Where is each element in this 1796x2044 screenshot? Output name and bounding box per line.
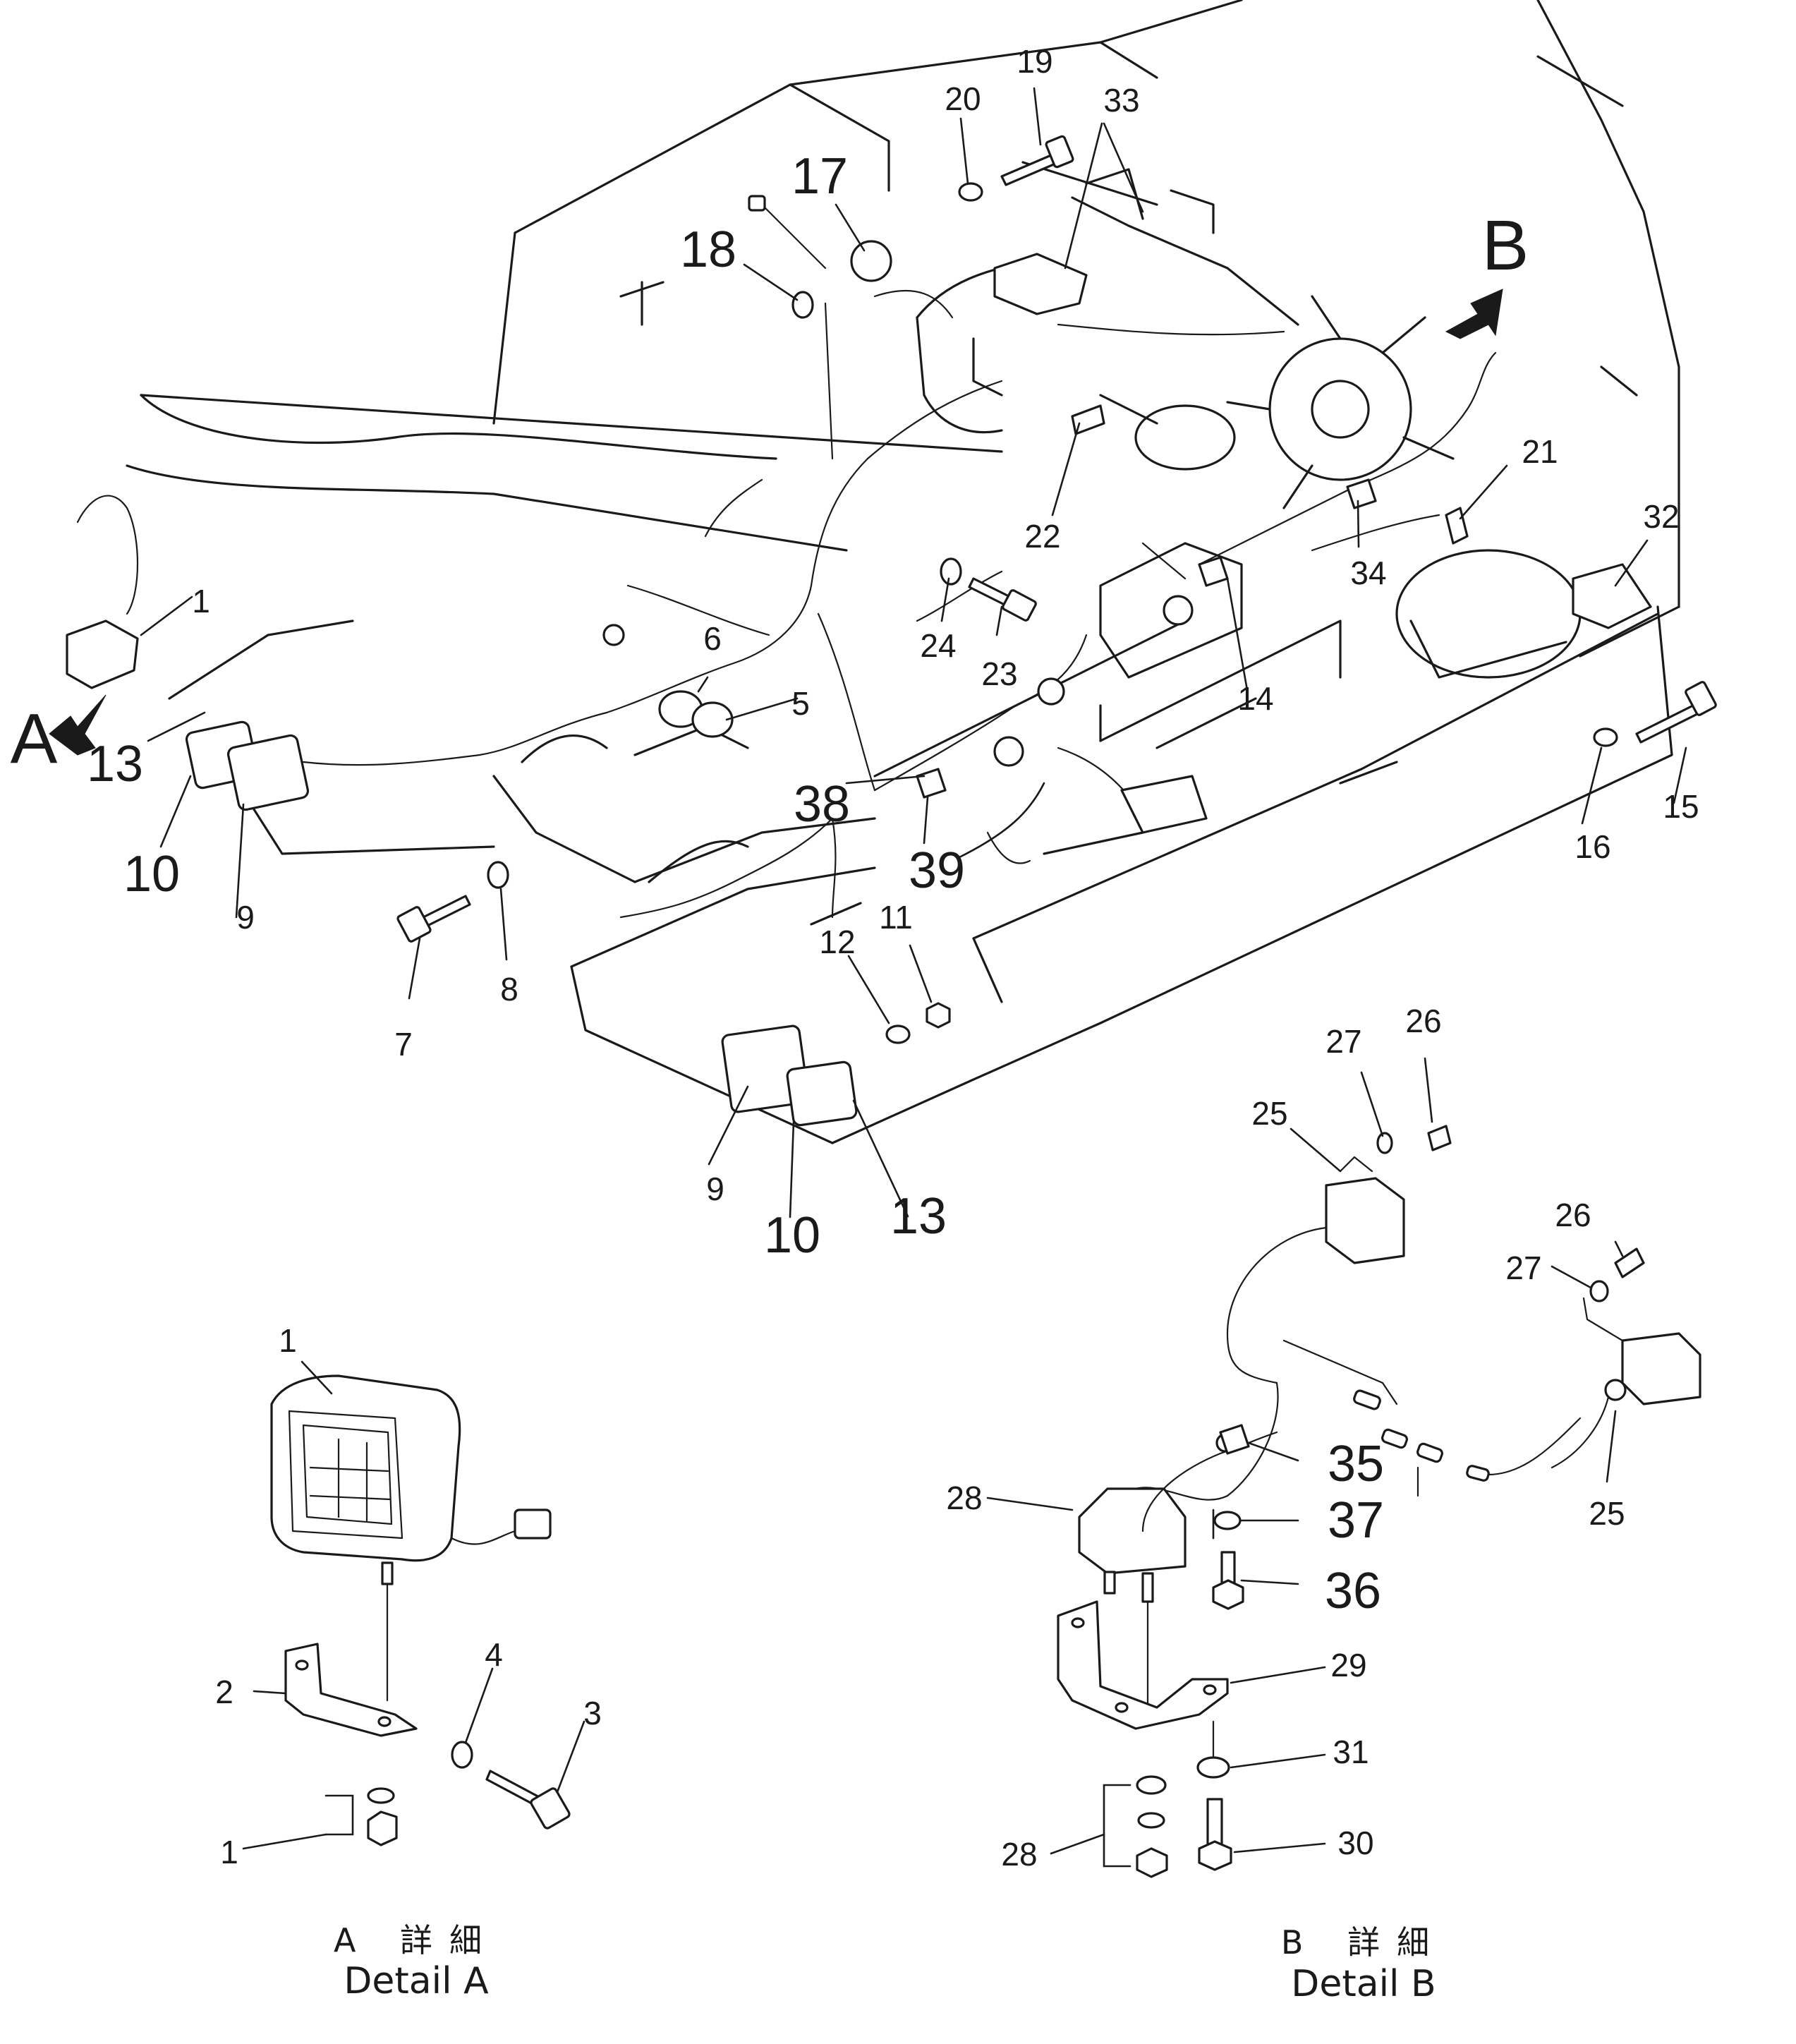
part-label-6: 6 (703, 620, 722, 657)
detail-b-washer-right (1589, 1280, 1609, 1302)
wiring-harness (76, 289, 1497, 919)
view-arrow-b (1445, 289, 1503, 339)
detail-b-washer-31 (1196, 1756, 1230, 1779)
detail-b-label-27-top: 27 (1325, 1023, 1362, 1060)
detail-b-washer-top (1376, 1132, 1393, 1154)
detail-b-label-26-top: 26 (1405, 1003, 1442, 1039)
detail-b-label-30: 30 (1337, 1825, 1374, 1861)
part-34 (1346, 478, 1377, 509)
part-label-39: 39 (908, 842, 966, 899)
part-label-38: 38 (793, 776, 851, 833)
part-label-7: 7 (394, 1026, 413, 1063)
main-leader-lines (140, 87, 1687, 1218)
detail-a-label-1-bottom: 1 (220, 1834, 238, 1870)
detail-a-washer (451, 1741, 473, 1769)
view-arrow-a (49, 694, 107, 756)
view-marker-b: B (1481, 206, 1529, 285)
part-label-34: 34 (1350, 555, 1387, 591)
detail-b-clamp (1219, 1424, 1250, 1455)
part-label-1: 1 (192, 583, 210, 619)
detail-b-caption-jp: B 詳細 (1280, 1923, 1447, 1961)
view-marker-a: A (10, 699, 58, 778)
detail-b-screw-right (1614, 1247, 1645, 1278)
detail-a-connector (514, 1508, 552, 1540)
part-label-20: 20 (945, 80, 981, 117)
detail-b-relay-right (1621, 1332, 1701, 1405)
detail-b-relay-top (1325, 1177, 1405, 1264)
detail-a-label-2: 2 (215, 1674, 233, 1710)
lamp-10-left (226, 734, 310, 811)
detail-a-caption-jp: A 詳細 (333, 1921, 499, 1959)
part-label-17: 17 (791, 148, 849, 205)
detail-b-label-25-top: 25 (1251, 1095, 1288, 1132)
part-label-12: 12 (819, 924, 856, 960)
part-label-9-left: 9 (236, 899, 255, 936)
main-components (66, 135, 1717, 1127)
detail-a-label-4: 4 (485, 1636, 503, 1673)
detail-b-caption-en: Detail B (1291, 1963, 1436, 2005)
detail-b-bracket (1057, 1600, 1229, 1730)
part-label-18: 18 (679, 222, 737, 278)
part-label-22: 22 (1024, 518, 1061, 555)
o-ring-18 (791, 291, 814, 319)
detail-b-label-27-right: 27 (1505, 1250, 1542, 1286)
horn-5 (691, 701, 734, 738)
washer-8 (487, 861, 509, 889)
part-label-21: 21 (1522, 433, 1558, 470)
part-label-23: 23 (981, 655, 1018, 692)
detail-b-screw-top (1427, 1125, 1452, 1151)
part-label-33: 33 (1103, 82, 1140, 119)
detail-a-caption-en: Detail A (344, 1960, 489, 2002)
part-label-10-bottom: 10 (763, 1207, 821, 1264)
detail-b-label-35: 35 (1327, 1436, 1385, 1492)
work-lamp-left (66, 619, 139, 689)
part-label-10-left: 10 (123, 846, 181, 902)
detail-b-label-29: 29 (1330, 1647, 1367, 1683)
detail-b-horn (1078, 1487, 1187, 1575)
nut-11 (926, 1002, 951, 1029)
detail-b-washer-37 (1213, 1511, 1242, 1530)
detail-a-label-1-top: 1 (279, 1322, 297, 1359)
lamp-9-bottom (721, 1024, 810, 1113)
detail-b-drawing (986, 1057, 1701, 1878)
part-label-16: 16 (1574, 828, 1611, 865)
washer-16 (1593, 727, 1618, 747)
part-32 (1572, 563, 1652, 629)
part-label-5: 5 (791, 685, 810, 722)
detail-b-label-28-bottom: 28 (1001, 1836, 1038, 1873)
part-label-24: 24 (920, 627, 957, 664)
part-label-14: 14 (1237, 680, 1274, 717)
bulb-socket-17 (850, 240, 892, 282)
washer-12 (885, 1024, 911, 1044)
part-22 (1071, 404, 1105, 435)
detail-a-drawing (242, 1360, 585, 1850)
detail-a-nut (367, 1810, 398, 1846)
detail-b-label-25-right: 25 (1589, 1495, 1625, 1532)
detail-b-label-26-right: 26 (1555, 1197, 1591, 1233)
detail-a-bracket (284, 1643, 418, 1737)
part-label-13-left: 13 (86, 736, 144, 792)
detail-a-label-3: 3 (583, 1695, 602, 1731)
part-label-8: 8 (500, 971, 518, 1008)
part-label-11: 11 (879, 899, 913, 936)
detail-a-lock-washer (367, 1787, 395, 1804)
machine-frame-outline (126, 0, 1680, 1144)
part-label-13-bottom: 13 (890, 1188, 947, 1245)
detail-a-work-lamp (270, 1374, 461, 1562)
washer-24 (940, 557, 962, 586)
detail-b-label-36: 36 (1324, 1563, 1382, 1619)
washer-20 (958, 182, 983, 202)
bracket-33 (993, 253, 1088, 315)
lamp-10-bottom (786, 1060, 858, 1127)
detail-b-label-37: 37 (1327, 1492, 1385, 1549)
detail-b-label-28-left: 28 (946, 1480, 983, 1516)
part-label-9-bottom: 9 (706, 1171, 724, 1207)
bolt-7 (422, 895, 471, 927)
part-label-19: 19 (1017, 43, 1053, 80)
part-label-32: 32 (1643, 498, 1680, 535)
part-label-15: 15 (1663, 788, 1699, 825)
detail-b-label-31: 31 (1333, 1734, 1369, 1770)
